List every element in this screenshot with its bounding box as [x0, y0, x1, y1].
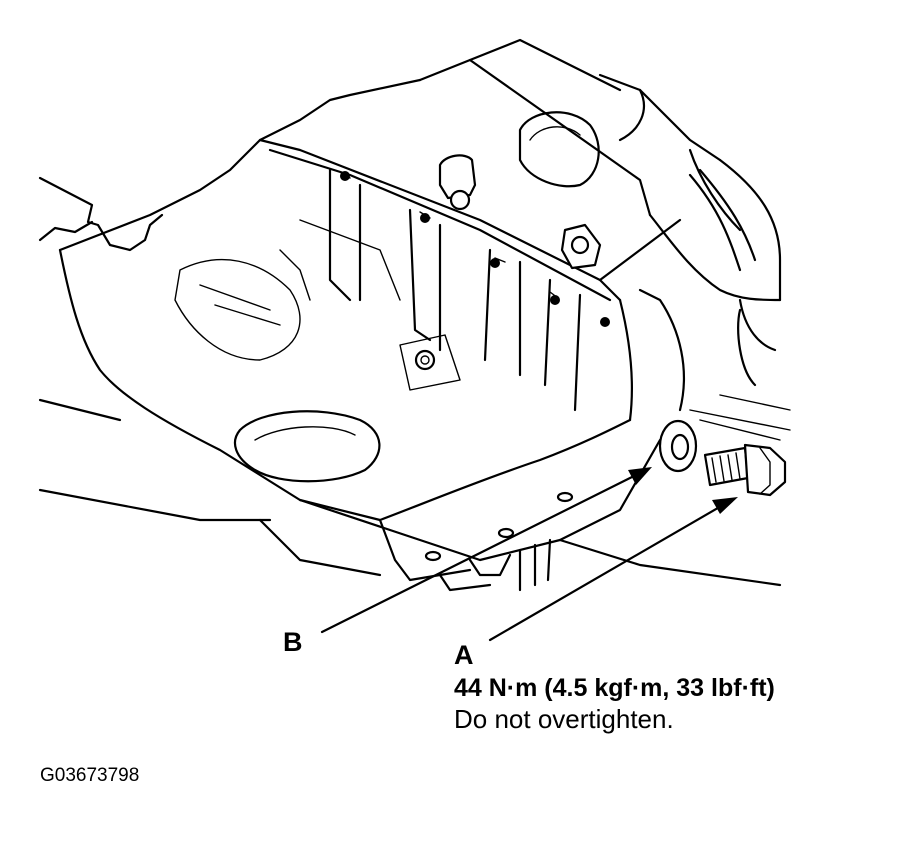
leader-lines	[320, 467, 738, 642]
tightening-note: Do not overtighten.	[454, 704, 674, 734]
oil-pan	[58, 78, 686, 592]
arrowhead-a	[712, 497, 738, 514]
sealing-washer	[658, 419, 698, 473]
leader-line-a	[488, 503, 725, 642]
exhaust-pipe	[418, 38, 782, 387]
frame-lines	[38, 176, 791, 587]
drain-bolt	[703, 443, 787, 497]
torque-spec: 44 N·m (4.5 kgf·m, 33 lbf·ft)	[454, 674, 775, 702]
callout-label-a: A	[454, 640, 474, 670]
leader-line-b	[320, 471, 642, 634]
figure-id: G03673798	[40, 765, 140, 786]
callout-label-b: B	[283, 627, 303, 657]
arrowhead-b	[628, 467, 652, 485]
